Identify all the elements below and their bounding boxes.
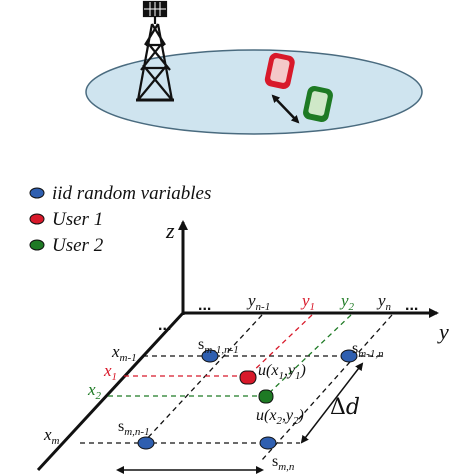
legend-iid-marker	[29, 187, 45, 199]
legend-user2-marker	[29, 239, 45, 251]
y-tick-2: y2	[339, 291, 355, 313]
y-ticks: yn-1 y1 y2 yn	[246, 291, 392, 313]
cell-illustration	[85, 0, 423, 135]
x-tick-2: x2	[87, 380, 102, 402]
node-m-1-n-1	[201, 349, 219, 363]
y-tick-1: y1	[300, 291, 315, 313]
legend-user1-marker	[29, 213, 45, 225]
coverage-area	[85, 49, 423, 135]
z-axis-label: z	[165, 218, 175, 243]
cell-tower-icon	[136, 0, 174, 102]
node-label-m-n-1: sm,n-1	[118, 418, 150, 438]
y-axis-dots-left: ...	[198, 297, 211, 314]
x-axis	[36, 311, 185, 472]
node-m-1-n	[340, 349, 358, 363]
legend-user1-label: User 1	[52, 209, 103, 230]
node-m-n	[259, 436, 277, 450]
user1-label: u(x1,y1)	[258, 362, 306, 382]
user-link-arrow	[271, 94, 300, 124]
node-m-n-1	[137, 436, 155, 450]
x-ticks: xm-1 x1 x2 xm	[43, 342, 137, 447]
node-label-m-1-n-1: sm-1,n-1	[198, 336, 239, 356]
grid-lines	[80, 314, 393, 461]
y-tick-n-1: yn-1	[246, 291, 270, 313]
guide-y1	[247, 314, 313, 377]
y-tick-n: yn	[376, 291, 392, 313]
grid-nodes	[137, 349, 358, 450]
legend-user2-label: User 2	[52, 235, 104, 256]
user2-phone-icon	[303, 85, 333, 123]
x-tick-m-1: xm-1	[111, 342, 137, 364]
y-axis-label: y	[437, 319, 449, 344]
user2-marker	[258, 389, 274, 404]
x-tick-1: x1	[103, 361, 117, 383]
legend: iid random variables User 1 User 2	[29, 183, 211, 256]
y-axis-dots-right: ...	[405, 297, 418, 314]
axes: z y ... ... ...	[36, 218, 449, 472]
legend-iid-label: iid random variables	[52, 183, 211, 204]
user1-phone-icon	[264, 52, 295, 90]
delta-d-label: Δd	[330, 395, 360, 420]
node-label-m-1-n: sm-1,n	[352, 340, 384, 360]
delta-d-arrow	[300, 362, 364, 444]
delta-d-dimension: Δd	[116, 362, 364, 474]
grid-col-n	[261, 314, 393, 461]
x-axis-dots: ...	[158, 317, 171, 334]
guide-y2	[265, 314, 352, 397]
x-tick-m: xm	[43, 425, 60, 447]
grid-col-n-1	[142, 314, 263, 444]
node-label-m-n: sm,n	[272, 453, 295, 473]
node-labels: sm-1,n-1 sm-1,n sm,n-1 sm,n u(x1,y1) u(x…	[118, 336, 384, 473]
user2-label: u(x2,y2)	[256, 407, 304, 427]
user1-marker	[239, 370, 257, 385]
